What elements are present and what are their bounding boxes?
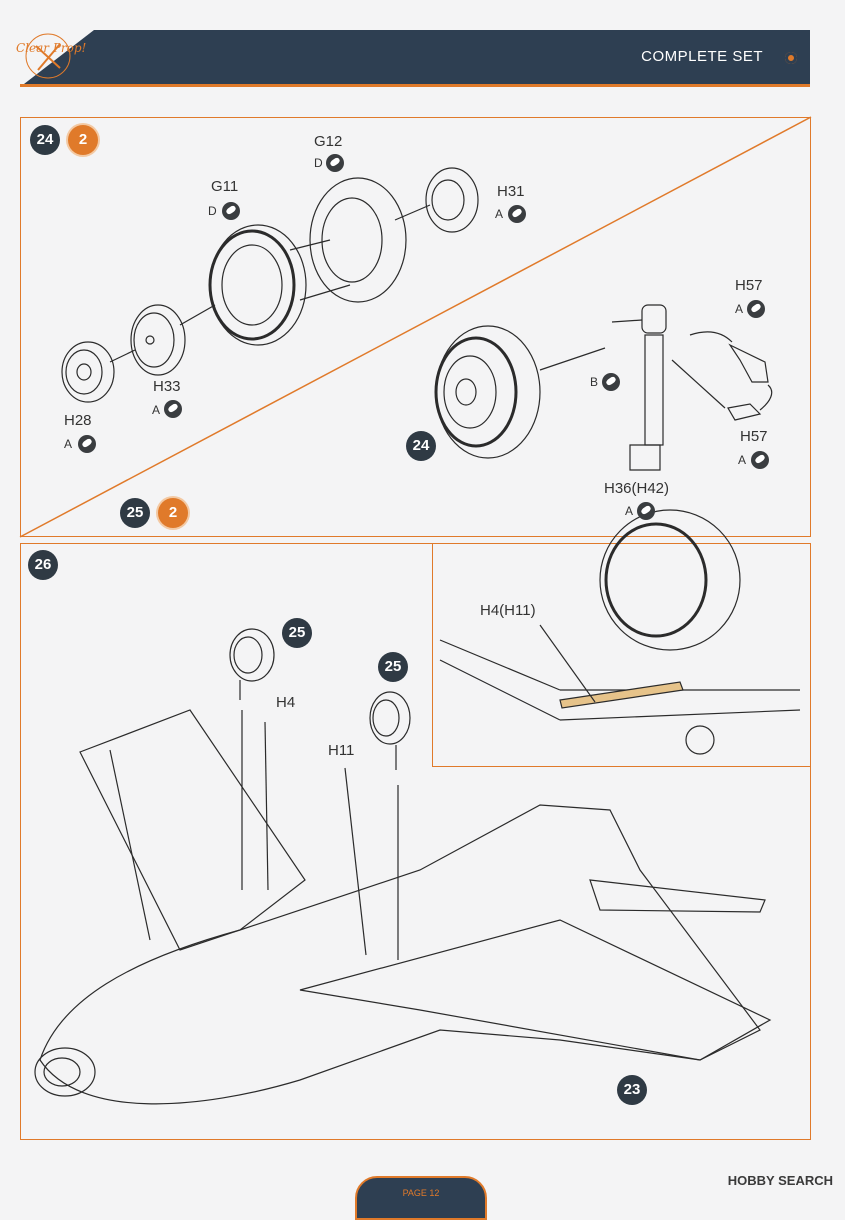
aircraft-fuselage [34,804,761,1105]
step-badge-26: 26 [28,550,58,580]
inset-wheel-detail [439,509,801,755]
header-accent-line [20,84,810,87]
main-wheel-left [229,628,275,890]
paint-icon [222,202,240,220]
label-h36-sub: A [625,504,634,518]
inset-detail-panel [432,543,811,767]
panel-step-26 [20,543,811,1140]
h4-leader [264,721,269,891]
part-h57-links [671,331,773,421]
wheel-badge-24: 24 [406,431,436,461]
wheel-badge-25-right: 25 [378,652,408,682]
ref-badge-23: 23 [617,1075,647,1105]
paint-icon [747,300,765,318]
part-g12-tyre [309,177,407,303]
wheel-badge-25-left: 25 [282,618,312,648]
label-h57-top: H57 [735,277,763,294]
part-h31-cap [425,167,479,233]
label-h31-sub: A [495,207,504,221]
panel-step-24-25 [20,117,811,537]
h11-leader [344,767,367,956]
header-dot-icon [785,52,797,64]
logo-text: Clear Prop! [16,41,87,55]
paint-icon [637,502,655,520]
label-h57-bottom: H57 [740,428,768,445]
header-title: COMPLETE SET [641,48,763,65]
label-h57-bottom-sub: A [738,453,747,467]
label-g11-sub: D [208,204,217,218]
aircraft-left-wing [79,709,306,951]
label-g12: G12 [314,133,343,150]
aircraft-tailplane [589,879,766,913]
label-h28-sub: A [64,437,73,451]
page-number: PAGE 12 [402,1188,440,1198]
paint-icon [751,451,769,469]
part-h33-hub [130,304,186,376]
group-badge-2: 2 [158,498,188,528]
label-h4: H4 [276,694,296,711]
page-tab [355,1176,487,1220]
group-badge-2: 2 [68,125,98,155]
label-h36-h42: H36(H42) [604,480,670,497]
part-h28-hub [61,341,115,403]
label-g12-sub: D [314,156,323,170]
diagonal-divider [19,116,812,538]
brand-logo: Clear Prop! [16,33,87,79]
step-badge-25: 25 [120,498,150,528]
paint-icon [508,205,526,223]
aircraft-right-wing [299,919,772,1061]
main-wheel-right [369,691,411,960]
label-h11: H11 [328,742,355,759]
label-h33: H33 [153,378,181,395]
step-badge-24: 24 [30,125,60,155]
watermark: HOBBY SEARCH [727,1173,833,1188]
label-h28: H28 [64,412,92,429]
paint-icon [164,400,182,418]
paint-icon [78,435,96,453]
inset-label-h4-h11: H4(H11) [480,602,536,619]
label-g11: G11 [211,178,239,195]
label-h33-sub: A [152,403,161,417]
label-b-sub: B [590,375,599,389]
landing-gear-leg [611,304,667,471]
header-bar [24,30,810,84]
label-h31: H31 [497,183,525,200]
part-g11-tyre [208,224,307,346]
paint-icon [602,373,620,391]
label-h57-top-sub: A [735,302,744,316]
paint-icon [326,154,344,172]
assembled-wheel-24 [434,325,541,459]
